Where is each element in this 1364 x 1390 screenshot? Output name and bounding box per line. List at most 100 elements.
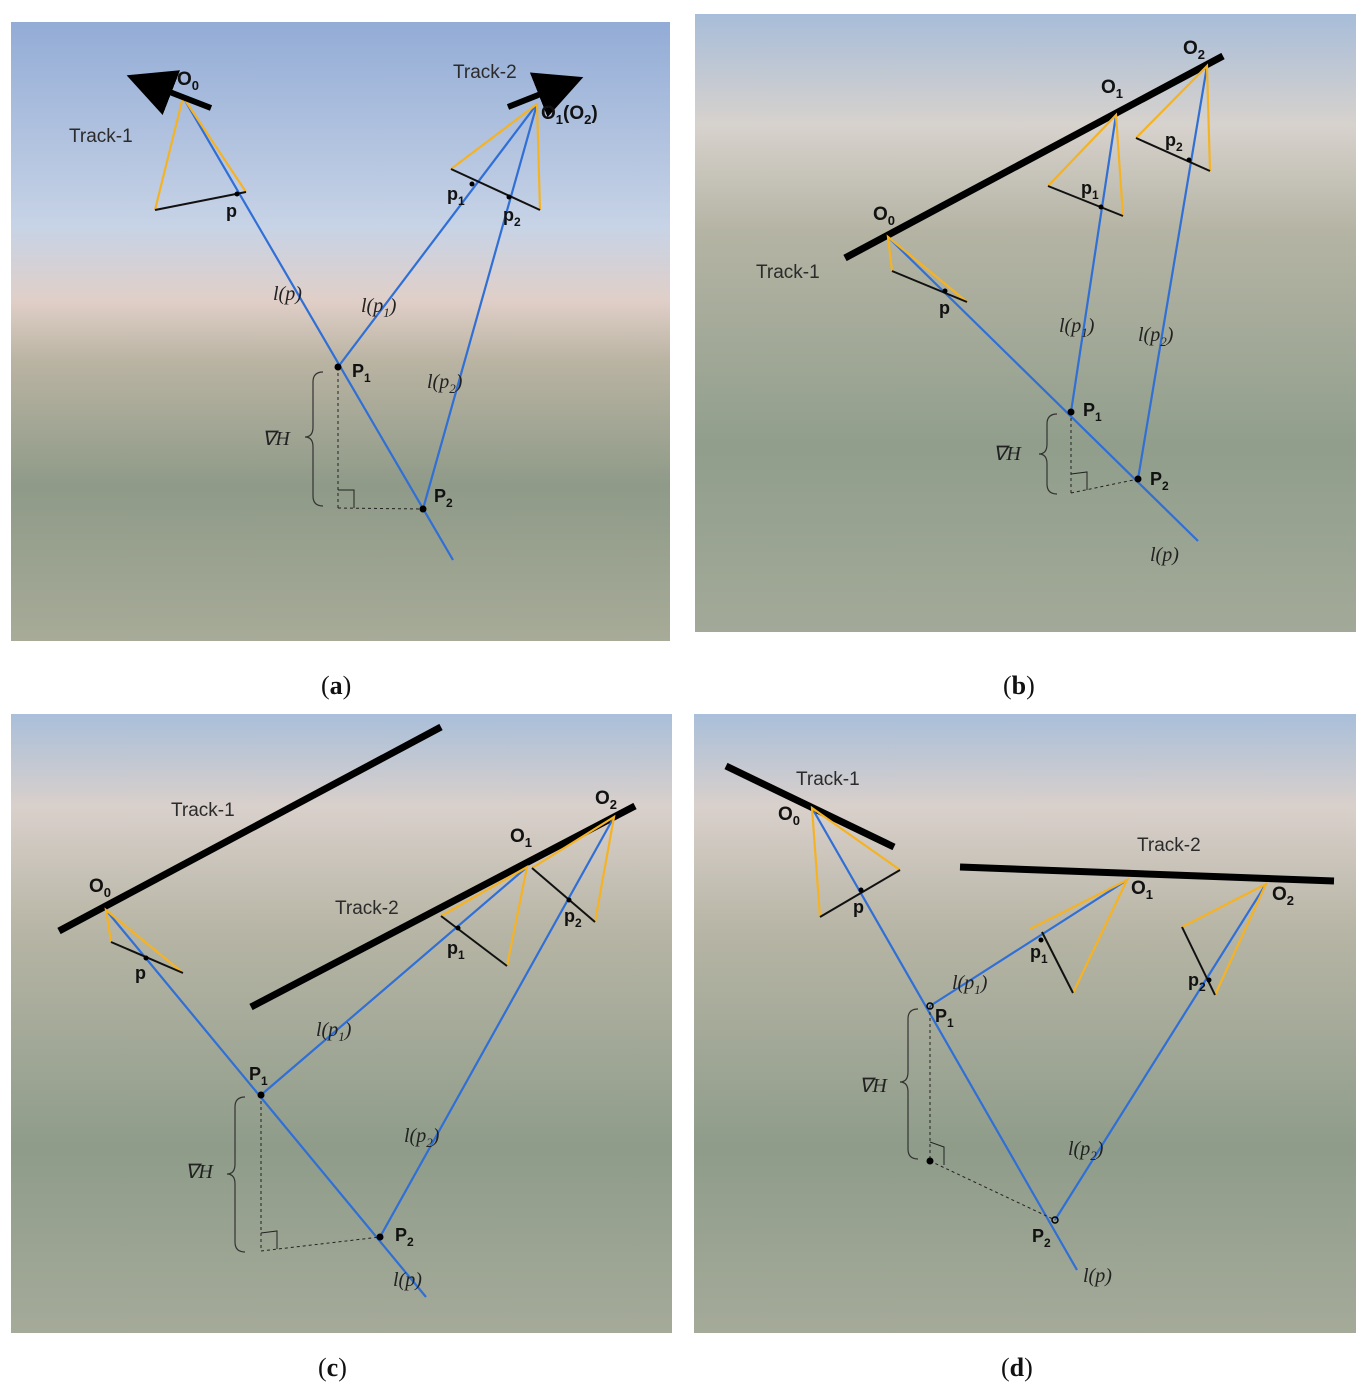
point-p1	[1098, 204, 1104, 210]
image-plane-O1	[450, 168, 541, 211]
track2-label: Track-2	[1137, 835, 1201, 856]
point-p2	[1206, 977, 1212, 983]
label-O2: O2	[595, 788, 617, 812]
frustum-O2	[1181, 881, 1269, 996]
ray-l-p2	[421, 103, 539, 510]
label-p: p	[939, 298, 950, 318]
panel-d-diagram: Track-1 Track-2 O0 O1 O2 p p1 p2 P1 P2 l…	[694, 714, 1356, 1333]
panel-c: Track-1 Track-2 O0 O1 O2 p p1 p2 P1 P2 l…	[11, 714, 672, 1333]
frustum-O1	[440, 864, 529, 967]
track2-arrow	[506, 72, 584, 118]
track2-label: Track-2	[453, 62, 517, 83]
label-l-p2: l(p2)	[427, 371, 463, 396]
label-O1: O1	[510, 826, 532, 850]
label-p: p	[135, 963, 146, 983]
label-p1: p1	[447, 184, 465, 208]
label-l-p2: l(p2)	[404, 1125, 440, 1150]
label-l-p1: l(p1)	[1059, 315, 1095, 340]
label-p1: p1	[1081, 178, 1099, 202]
track1-line	[724, 762, 896, 851]
frustum-O0	[104, 907, 184, 974]
point-P2	[1051, 1216, 1059, 1224]
frustum-O1	[1029, 877, 1130, 994]
ray-l-p1	[1069, 114, 1118, 413]
label-O1-O2: O1(O2)	[541, 103, 598, 127]
label-l-p: l(p)	[273, 283, 302, 305]
point-P1-projection	[926, 1157, 934, 1165]
point-p	[143, 955, 149, 961]
label-P1: P1	[1083, 400, 1102, 424]
right-angle-mark	[338, 489, 355, 508]
label-O2: O2	[1272, 884, 1294, 908]
label-P1: P1	[352, 361, 371, 385]
point-p	[234, 191, 240, 197]
right-angle-mark	[260, 1230, 278, 1249]
label-l-p1: l(p1)	[952, 972, 988, 997]
point-P1	[257, 1091, 265, 1099]
image-plane-O0	[891, 270, 968, 303]
panel-c-diagram: Track-1 Track-2 O0 O1 O2 p p1 p2 P1 P2 l…	[11, 714, 672, 1333]
track2-line	[249, 802, 637, 1011]
ray-l-p1	[260, 866, 528, 1096]
track1-label: Track-1	[796, 769, 860, 790]
track1-label: Track-1	[171, 800, 235, 821]
point-P2	[1134, 475, 1142, 483]
height-brace	[899, 1008, 919, 1160]
point-p2	[566, 897, 572, 903]
point-p	[858, 887, 864, 893]
point-p1	[469, 181, 475, 187]
terrain-background	[695, 14, 1356, 632]
height-dashed-horizontal	[260, 1236, 381, 1252]
point-P2	[376, 1233, 384, 1241]
label-P2: P2	[1032, 1226, 1051, 1250]
height-brace	[226, 1096, 246, 1253]
height-brace	[1038, 413, 1058, 495]
ray-l-p2	[1054, 883, 1267, 1221]
caption-b: (b)	[1003, 671, 1035, 700]
label-l-p: l(p)	[1150, 544, 1179, 566]
label-p2: p2	[503, 205, 521, 229]
ray-l-p	[887, 236, 1199, 542]
image-plane-O1	[1041, 931, 1074, 994]
track1-line	[843, 52, 1225, 262]
label-gradH: ∇H	[859, 1075, 888, 1097]
image-plane-O1	[1047, 185, 1124, 217]
caption-c: (c)	[318, 1353, 347, 1382]
label-O1: O1	[1101, 77, 1123, 101]
track1-line	[57, 723, 443, 935]
track2-line	[959, 863, 1335, 885]
ray-l-p1	[337, 103, 538, 368]
label-p1: p1	[447, 938, 465, 962]
image-plane-O0	[154, 191, 247, 211]
height-dashed-horizontal	[337, 507, 424, 510]
label-P1: P1	[249, 1064, 268, 1088]
image-plane-O2	[1181, 926, 1216, 996]
point-p2	[1186, 157, 1192, 163]
label-l-p: l(p)	[393, 1269, 422, 1291]
point-P1	[926, 1002, 934, 1010]
label-O0: O0	[873, 204, 895, 228]
panel-d: Track-1 Track-2 O0 O1 O2 p p1 p2 P1 P2 l…	[694, 714, 1356, 1333]
label-gradH: ∇H	[185, 1161, 214, 1183]
label-gradH: ∇H	[262, 428, 291, 450]
label-gradH: ∇H	[993, 443, 1022, 465]
image-plane-O2	[1135, 137, 1211, 172]
label-P2: P2	[395, 1225, 414, 1249]
right-angle-mark	[929, 1141, 945, 1165]
right-angle-mark	[1070, 471, 1088, 490]
ray-l-p2	[1136, 65, 1209, 480]
frustum-O1	[1047, 112, 1125, 217]
point-p1	[1038, 937, 1044, 943]
point-p	[942, 288, 948, 294]
label-l-p2: l(p2)	[1068, 1138, 1104, 1163]
point-P1	[334, 363, 342, 371]
panel-a-diagram: Track-1 Track-2 O0 O1(O2) p p1 p2 P1 P2 …	[11, 22, 670, 641]
label-p: p	[226, 201, 237, 221]
track1-label: Track-1	[69, 126, 133, 147]
label-O2: O2	[1183, 38, 1205, 62]
point-P1	[1067, 408, 1075, 416]
label-p2: p2	[564, 906, 582, 930]
track2-label: Track-2	[335, 898, 399, 919]
label-l-p1: l(p1)	[316, 1019, 352, 1044]
label-l-p: l(p)	[1083, 1265, 1112, 1287]
